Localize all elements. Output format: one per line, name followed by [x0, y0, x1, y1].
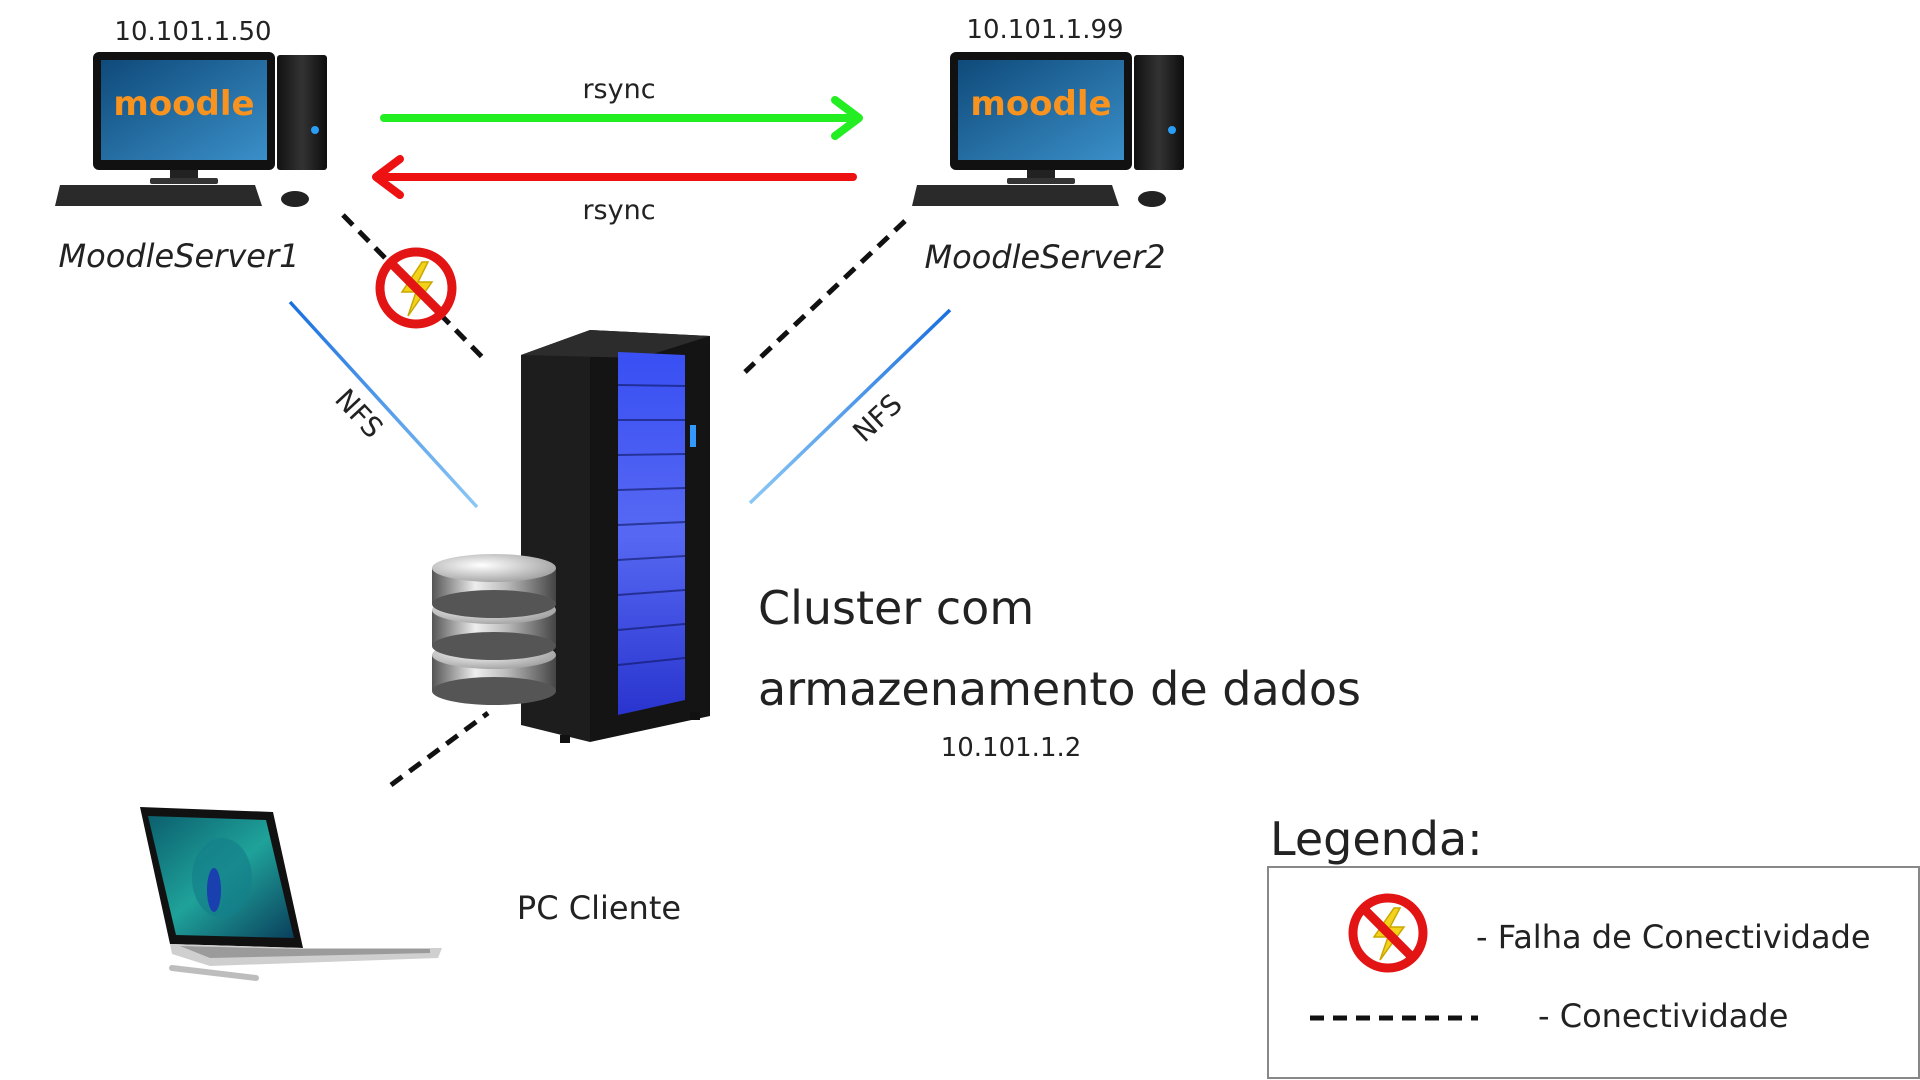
legend-box	[1267, 866, 1920, 1079]
desktop-computer-icon: moodle	[912, 52, 1184, 207]
server1-ip: 10.101.1.50	[114, 17, 271, 47]
legend-failure-icon	[1348, 893, 1428, 973]
client-label: PC Cliente	[517, 889, 681, 927]
moodle-logo-1: moodle	[113, 84, 254, 124]
cluster-ip: 10.101.1.2	[941, 733, 1082, 763]
connectivity-failure-icon	[375, 247, 457, 329]
moodle-server-1-computer: moodle	[55, 52, 327, 207]
legend-title: Legenda:	[1270, 812, 1483, 866]
connectivity-line-server2	[743, 219, 907, 374]
server1-name: MoodleServer1	[59, 237, 300, 275]
legend-failure-label: - Falha de Conectividade	[1476, 918, 1871, 956]
cluster-label-line1: Cluster com	[758, 581, 1034, 635]
rsync-arrow-right	[380, 96, 863, 140]
laptop-icon	[140, 807, 442, 981]
desktop-computer-icon: moodle	[55, 52, 327, 207]
rsync-label-bottom: rsync	[582, 195, 655, 226]
rsync-label-top: rsync	[582, 74, 655, 105]
nfs-line-left	[288, 300, 479, 509]
nfs-label-left: NFS	[328, 382, 389, 444]
connectivity-line-client	[389, 710, 490, 788]
rsync-arrow-left	[372, 155, 857, 199]
nfs-line-right	[748, 308, 952, 505]
server2-ip: 10.101.1.99	[966, 15, 1123, 45]
server-rack-icon	[521, 330, 710, 743]
moodle-logo-2: moodle	[970, 84, 1111, 124]
moodle-server-2-computer: moodle	[912, 52, 1184, 207]
legend-connectivity-label: - Conectividade	[1538, 997, 1788, 1035]
cluster-label-line2: armazenamento de dados	[758, 662, 1361, 716]
nfs-label-right: NFS	[846, 387, 908, 448]
database-icon	[432, 554, 556, 705]
server2-name: MoodleServer2	[925, 238, 1166, 276]
